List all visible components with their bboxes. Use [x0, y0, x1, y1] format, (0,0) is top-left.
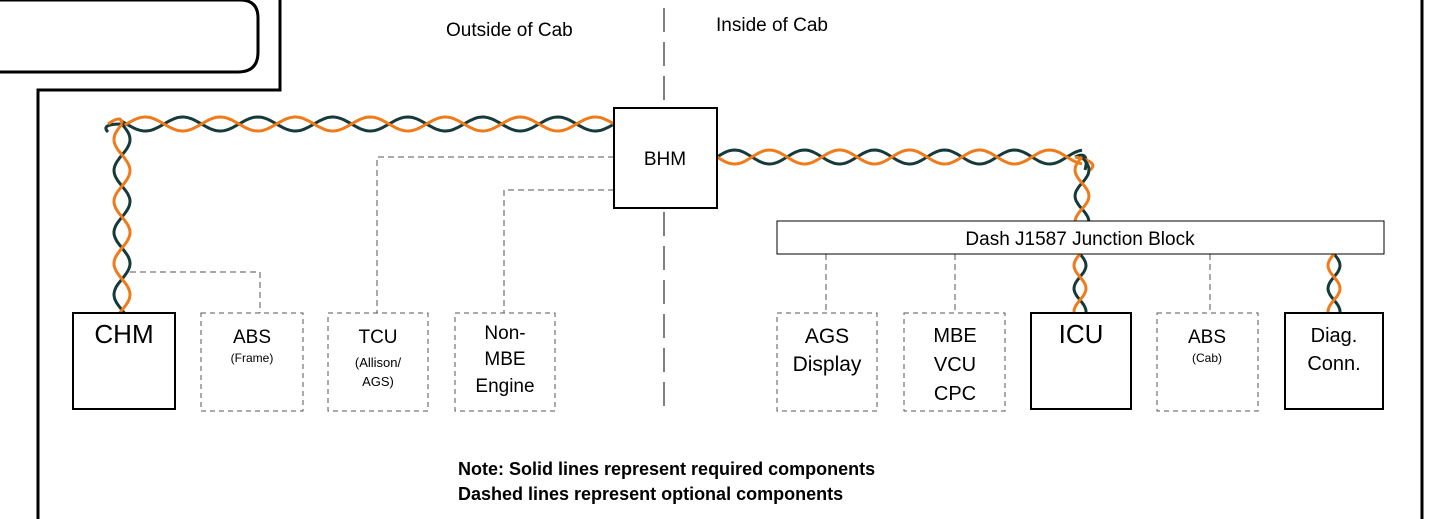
ags-line1: AGS [805, 325, 849, 348]
outer-frame-left [36, 0, 282, 519]
wire-bhm-chm-horizontal-orange [121, 115, 615, 133]
chm-label: CHM [94, 319, 153, 349]
wire-jb-icu-dark [1072, 253, 1088, 314]
bhm-label: BHM [644, 149, 686, 170]
wire-jb-icu-orange [1072, 253, 1088, 314]
wire-bhm-jb-horizontal-dark [716, 148, 1083, 166]
tcu-box [327, 312, 429, 412]
mbe-line3: CPC [934, 383, 976, 405]
wire-bhm-chm-horizontal-dark [121, 115, 615, 133]
note-line-1: Note: Solid lines represent required com… [458, 459, 875, 479]
tcu-sublabel-1: (Allison/ [355, 355, 402, 370]
optional-module-boxes [200, 312, 1259, 412]
twisted-pair-wires [104, 115, 1342, 314]
abs-cab-sublabel: (Cab) [1192, 351, 1222, 365]
mbe-line2: VCU [934, 354, 976, 376]
ags-display-box [776, 312, 878, 412]
non-mbe-line1: Non- [484, 323, 525, 344]
diag-label-line1: Diag. [1311, 325, 1358, 347]
non-mbe-engine-box [454, 312, 556, 412]
wire-chm-corner-dark [104, 122, 123, 134]
chm-to-abs-frame-link [130, 271, 261, 313]
abs-cab-box [1156, 312, 1259, 412]
non-mbe-line3: Engine [475, 376, 534, 397]
mbe-vcu-cpc-box [903, 312, 1006, 412]
top-left-tab-outline [0, 0, 260, 74]
inside-of-cab-label: Inside of Cab [716, 15, 828, 36]
abs-cab-label: ABS [1188, 327, 1226, 348]
wire-bhm-jb-vertical-dark [1073, 156, 1091, 222]
icu-module: ICU [1030, 312, 1132, 410]
bhm-to-tcu-link [376, 156, 614, 313]
tcu-sublabel-2: AGS) [362, 374, 394, 389]
abs-frame-sublabel: (Frame) [231, 351, 274, 365]
non-mbe-line2: MBE [484, 349, 525, 370]
diag-connector-module: Diag. Conn. [1284, 312, 1384, 410]
mbe-line1: MBE [933, 325, 976, 347]
chm-module: CHM [72, 312, 176, 410]
note-line-2: Dashed lines represent optional componen… [458, 484, 843, 504]
optional-connections [130, 156, 1211, 313]
bhm-to-non-mbe-link [503, 189, 614, 313]
wire-chm-corner-orange [107, 117, 124, 126]
tcu-label: TCU [358, 327, 397, 348]
wire-bhm-jb-horizontal-orange [716, 148, 1083, 166]
wire-bhm-chm-vertical-orange [112, 123, 132, 314]
outside-of-cab-label: Outside of Cab [446, 20, 573, 41]
wire-jb-diag-orange [1326, 253, 1342, 314]
diag-label-line2: Conn. [1307, 353, 1360, 375]
abs-frame-box [200, 312, 304, 412]
junction-block: Dash J1587 Junction Block [776, 220, 1385, 255]
icu-label: ICU [1059, 319, 1104, 349]
abs-frame-label: ABS [233, 327, 271, 348]
junction-block-label: Dash J1587 Junction Block [965, 229, 1195, 250]
wire-jb-corner-orange [1074, 155, 1095, 172]
wire-bhm-jb-vertical-orange [1073, 156, 1091, 222]
wire-jb-diag-dark [1326, 253, 1342, 314]
bhm-module: BHM [613, 107, 718, 209]
ags-line2: Display [793, 353, 862, 376]
